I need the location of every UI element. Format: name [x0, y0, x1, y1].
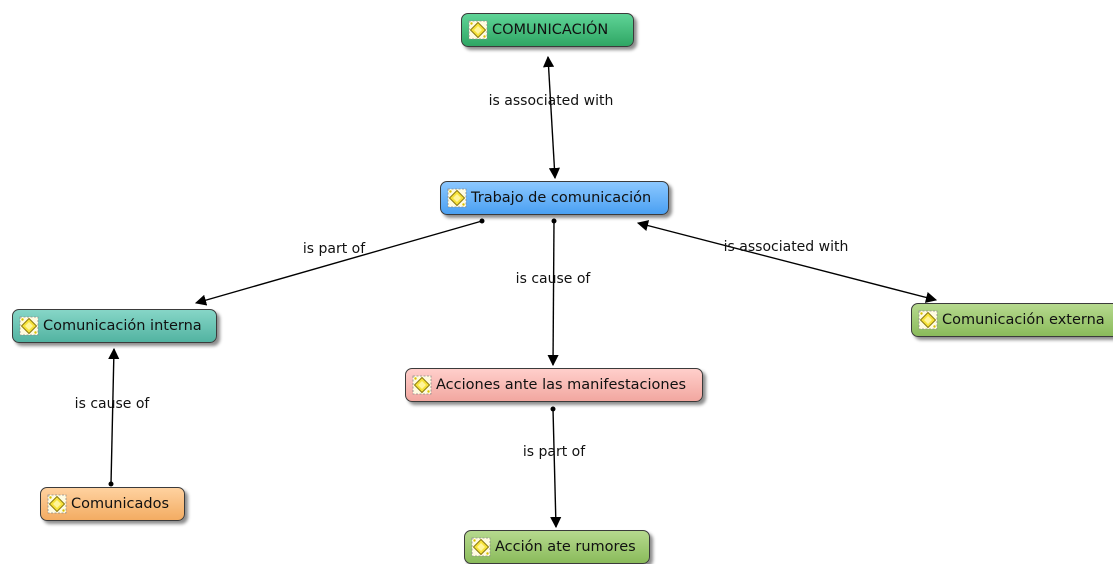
node-label: Comunicación interna [43, 318, 202, 334]
concept-icon [471, 537, 491, 557]
concept-icon [918, 310, 938, 330]
node-comunicacion-externa[interactable]: Comunicación externa [911, 303, 1113, 337]
edge-label-trabajo-externa: is associated with [723, 239, 849, 255]
node-label: Trabajo de comunicación [471, 190, 652, 206]
edge-comunicacion-trabajo [542, 55, 561, 180]
edge-label-comunicados-interna: is cause of [74, 396, 150, 412]
concept-icon [468, 20, 488, 40]
edge-trabajo-acciones [547, 220, 559, 367]
node-trabajo-de-comunicacion[interactable]: Trabajo de comunicación [440, 181, 669, 215]
node-acciones-ante-las-manifestaciones[interactable]: Acciones ante las manifestaciones [405, 368, 703, 402]
concept-icon [412, 375, 432, 395]
concept-icon [19, 316, 39, 336]
node-label: Acción ate rumores [495, 539, 636, 555]
edge-trabajo-interna [194, 220, 483, 306]
node-accion-ate-rumores[interactable]: Acción ate rumores [464, 530, 650, 564]
node-comunicacion-interna[interactable]: Comunicación interna [12, 309, 217, 343]
node-comunicacion[interactable]: COMUNICACIÓN [461, 13, 634, 47]
edge-label-trabajo-interna: is part of [302, 241, 366, 257]
concept-icon [47, 494, 67, 514]
edge-label-trabajo-acciones: is cause of [515, 271, 591, 287]
edge-comunicados-interna [108, 347, 120, 485]
edge-trabajo-externa [636, 220, 938, 303]
node-label: Acciones ante las manifestaciones [436, 377, 687, 393]
node-comunicados[interactable]: Comunicados [40, 487, 185, 521]
node-label: Comunicación externa [942, 312, 1105, 328]
edge-label-comunicacion-trabajo: is associated with [488, 93, 614, 109]
edge-acciones-accion [550, 408, 562, 529]
concept-icon [447, 188, 467, 208]
edge-label-acciones-accion: is part of [522, 444, 586, 460]
node-label: Comunicados [71, 496, 170, 512]
node-label: COMUNICACIÓN [492, 22, 609, 38]
